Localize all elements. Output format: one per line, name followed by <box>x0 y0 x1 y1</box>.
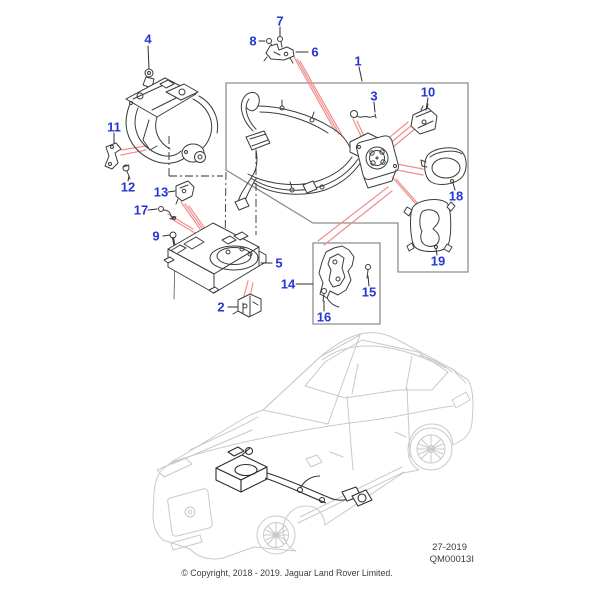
exploded-view-ray <box>299 60 344 138</box>
vehicle-ghost-outline <box>152 332 474 560</box>
callout-8[interactable]: 8 <box>249 34 256 49</box>
callout-12[interactable]: 12 <box>121 180 135 195</box>
car-side-glass <box>304 339 449 399</box>
exploded-view-ray <box>395 178 421 207</box>
part-5-control-module <box>163 222 267 294</box>
exploded-view-ray <box>323 190 393 246</box>
exploded-view-ray <box>169 217 196 234</box>
car-rear-spoiler <box>419 354 469 384</box>
callout-15[interactable]: 15 <box>362 285 376 300</box>
exploded-view-ray <box>120 145 147 151</box>
leader-line-1 <box>358 66 363 82</box>
part-10-connector <box>410 103 438 135</box>
drawing-id: QM00013I <box>430 554 474 565</box>
callout-13[interactable]: 13 <box>154 185 168 200</box>
callout-3[interactable]: 3 <box>370 89 377 104</box>
callout-11[interactable]: 11 <box>107 120 121 135</box>
leader-line-17 <box>147 208 158 211</box>
car-windshield <box>262 334 361 425</box>
car-front-intake <box>170 534 203 551</box>
car-beltline <box>169 405 454 464</box>
car-mirror <box>305 454 323 468</box>
callout-1[interactable]: 1 <box>354 54 361 69</box>
box-group-1 <box>225 82 469 273</box>
leader-line-19 <box>435 248 438 256</box>
callout-16[interactable]: 16 <box>317 310 331 325</box>
callout-6[interactable]: 6 <box>311 45 318 60</box>
box-group-14 <box>312 242 381 325</box>
car-body-silhouette <box>152 332 474 560</box>
charge-port-assembly <box>349 132 399 189</box>
boxes-layer <box>225 82 469 325</box>
exploded-view-ray <box>391 176 417 205</box>
exploded-view-ray <box>317 186 389 242</box>
exploded-view-ray <box>167 213 194 230</box>
car-door-lines <box>346 387 411 471</box>
callout-5[interactable]: 5 <box>275 256 282 271</box>
part-16-bolt <box>321 288 327 302</box>
callout-4[interactable]: 4 <box>144 32 152 47</box>
callout-9[interactable]: 9 <box>152 229 159 244</box>
part-1-wiring-harness <box>234 91 399 211</box>
car-logo <box>184 506 196 518</box>
part-13-bracket <box>175 180 195 205</box>
part-19-seal-surround <box>403 199 456 253</box>
car-roofline-inner <box>321 345 447 369</box>
exploded-view-ray <box>184 203 205 232</box>
callout-2[interactable]: 2 <box>217 300 224 315</box>
exploded-view-ray <box>296 58 340 135</box>
callout-7[interactable]: 7 <box>276 14 283 29</box>
part-18-cover <box>420 147 467 185</box>
car-rear-lamp <box>451 391 471 409</box>
part-7-screw <box>277 36 283 48</box>
leader-line-3 <box>373 101 376 113</box>
part-14-bracket <box>318 245 355 308</box>
leader-lines-layer <box>113 26 456 312</box>
copyright-line: © Copyright, 2018 - 2019. Jaguar Land Ro… <box>181 568 392 578</box>
part-3-clip <box>350 110 377 119</box>
figure-number: 27-2019 <box>432 542 467 553</box>
callout-18[interactable]: 18 <box>449 189 463 204</box>
leader-line-13 <box>167 190 176 193</box>
leader-line-10 <box>425 97 429 111</box>
part-15-bolt <box>365 264 371 279</box>
callout-17[interactable]: 17 <box>134 203 148 218</box>
part-17-bolt-bracket <box>158 206 177 220</box>
leader-line-18 <box>452 182 456 191</box>
part-12-bolt <box>122 164 131 180</box>
part-4-pump-assembly <box>125 68 219 164</box>
leader-line-4 <box>147 45 150 70</box>
car-front-wheel <box>256 515 296 555</box>
assembly-dash-line <box>224 171 227 247</box>
parts-artwork <box>104 36 467 318</box>
exploded-view-ray <box>243 280 249 297</box>
part-6-bracket <box>263 43 295 64</box>
car-bpillar <box>351 355 413 395</box>
exploded-view-ray <box>293 56 336 132</box>
part-11-bracket <box>104 142 122 170</box>
part-2-bracket <box>232 293 262 318</box>
car-grille <box>167 488 213 537</box>
car-door-handles <box>329 431 407 458</box>
exploded-view-ray <box>180 201 201 230</box>
exploded-view-ray <box>396 163 424 170</box>
callout-10[interactable]: 10 <box>421 85 435 100</box>
exploded-view-ray <box>396 169 424 176</box>
car-headlight <box>156 457 193 478</box>
leader-line-9 <box>162 234 171 237</box>
leader-line-12 <box>127 175 130 182</box>
leader-line-15 <box>367 275 370 287</box>
callout-19[interactable]: 19 <box>431 254 445 269</box>
callout-14[interactable]: 14 <box>281 277 296 292</box>
car-rear-wheel <box>409 427 453 471</box>
footer: 27-2019 QM00013I © Copyright, 2018 - 201… <box>181 542 474 578</box>
installed-parts-overlay <box>215 446 373 507</box>
exploded-view-ray <box>120 149 147 156</box>
